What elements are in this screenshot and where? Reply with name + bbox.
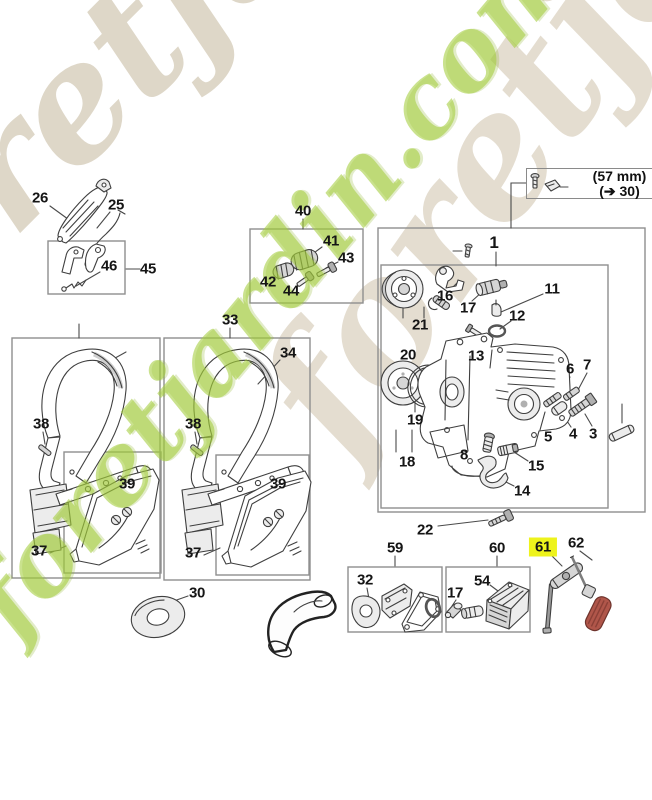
gasket-set-59 <box>351 583 442 633</box>
part-38-screw-left <box>38 444 52 457</box>
part-17-pump <box>475 278 508 297</box>
pins-3-4-6-7 <box>543 386 598 417</box>
group-40-springs-screws <box>272 249 338 287</box>
part-38-screw-right <box>190 444 204 457</box>
part-22-screw <box>488 509 514 527</box>
tool-61-wrench <box>542 562 584 634</box>
part-14-chain-catcher <box>477 455 509 489</box>
pin-right-gap <box>608 424 635 442</box>
refbox-icons <box>530 173 569 192</box>
group-60-parts <box>444 581 530 630</box>
tool-62-screwdriver <box>569 555 612 632</box>
part-16 <box>435 265 465 293</box>
intake-elbow <box>267 590 337 658</box>
ref-see-item-note: (➔ 30) <box>599 182 640 199</box>
box-45 <box>47 240 126 295</box>
box-40 <box>249 228 364 304</box>
cover-assembly-left <box>69 468 160 566</box>
group-boxes <box>11 227 646 633</box>
box-60 <box>445 566 531 633</box>
part-1-screw-icon <box>464 243 473 258</box>
flywheel-20-ring-19 <box>380 360 447 408</box>
box-59 <box>347 566 443 633</box>
clutch-assembly-21 <box>381 269 451 311</box>
box-handle-left <box>11 337 161 579</box>
reference-box: (57 mm) (➔ 30) <box>526 168 652 199</box>
part-30-washer <box>130 595 186 639</box>
box-handle-right <box>163 337 311 581</box>
cover-assembly-right <box>221 470 312 568</box>
part-26-handle-molding <box>57 178 112 244</box>
engine-crankcase <box>417 332 572 478</box>
part-8-screw <box>482 432 495 453</box>
group-45-trigger-parts <box>61 243 106 292</box>
parts-11-12 <box>487 299 507 338</box>
part-15-pin <box>497 442 519 457</box>
ref-size-note: (57 mm) <box>592 167 647 184</box>
